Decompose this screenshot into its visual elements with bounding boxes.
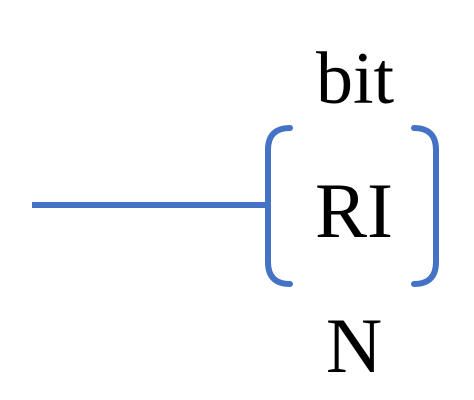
top-label: bit: [316, 38, 395, 120]
right-bracket: [411, 125, 439, 287]
bottom-label: N: [326, 302, 382, 389]
left-bracket: [265, 125, 293, 287]
center-label: RI: [315, 167, 393, 254]
